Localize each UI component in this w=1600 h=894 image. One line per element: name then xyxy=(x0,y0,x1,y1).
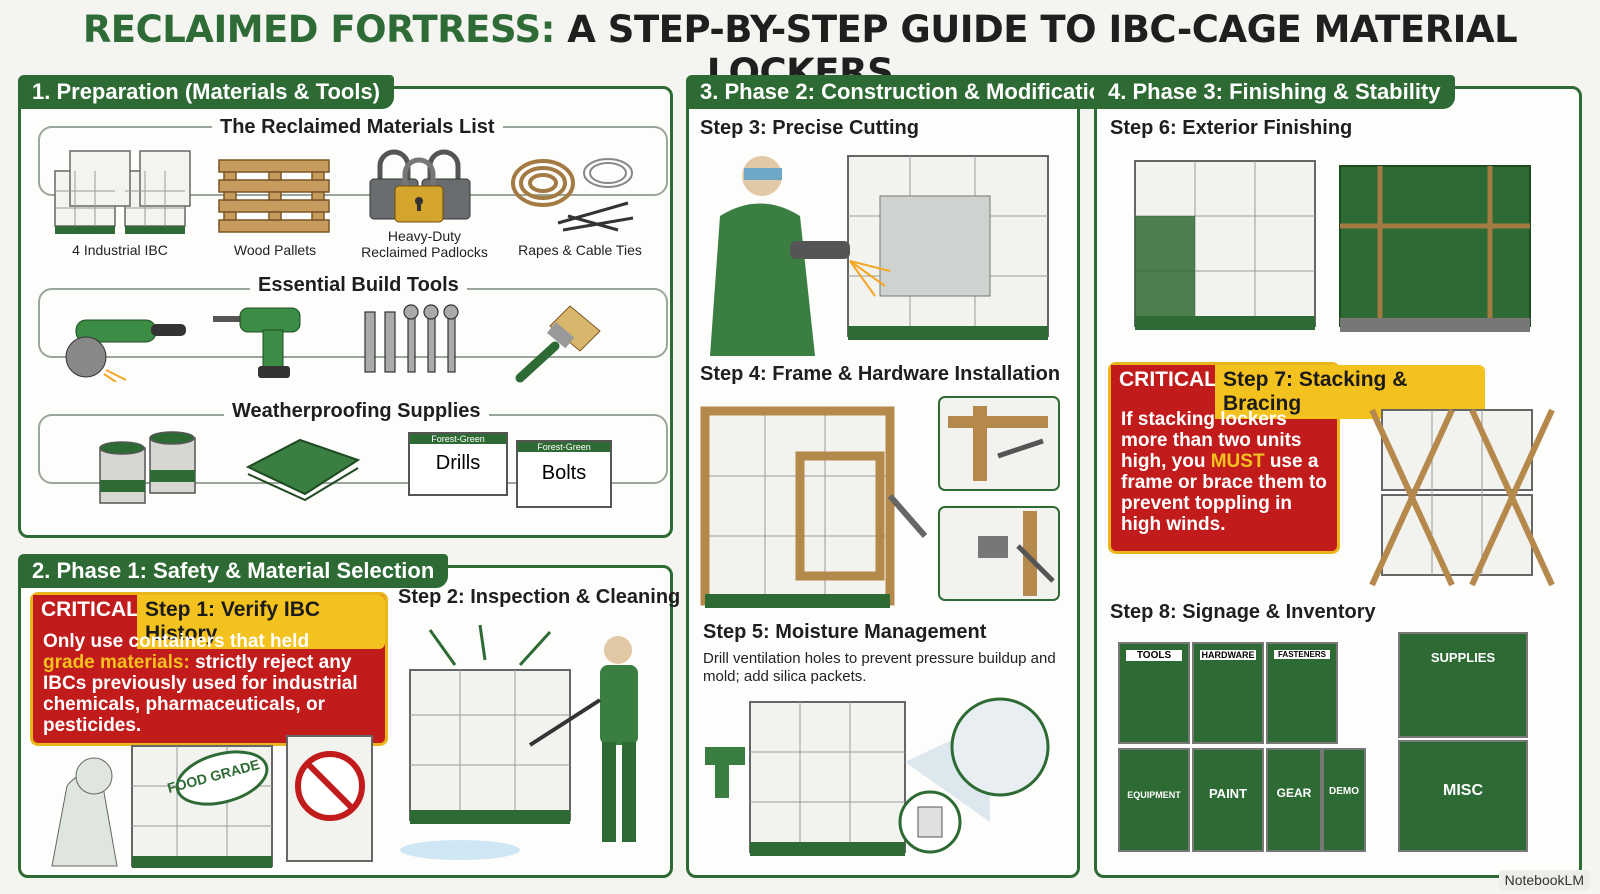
label-card-bolts: Forest-Green Bolts xyxy=(516,440,612,508)
sign-fasteners-text: FASTENERS xyxy=(1274,650,1330,659)
materials-title: The Reclaimed Materials List xyxy=(212,116,503,139)
hardware-detail-top xyxy=(938,396,1060,491)
locker-sign-gear: GEAR xyxy=(1266,748,1322,852)
ibc-cluster-illustration xyxy=(54,150,191,234)
sign-paint-text: PAINT xyxy=(1208,786,1248,801)
phase3-header: 4. Phase 3: Finishing & Stability xyxy=(1094,75,1455,109)
step5-text: Drill ventilation holes to prevent press… xyxy=(703,650,1056,685)
material-label-pallets: Wood Pallets xyxy=(233,242,317,258)
locker-sign-misc: MISC xyxy=(1398,740,1528,852)
tools-title: Essential Build Tools xyxy=(250,274,467,297)
step1-title: Step 1: Verify IBC History xyxy=(137,595,385,649)
wrench-set-icon xyxy=(364,304,459,373)
step2-title: Step 2: Inspection & Cleaning xyxy=(398,586,681,608)
locker-sign-fasteners: FASTENERS xyxy=(1266,642,1338,744)
stacking-bracing-illustration xyxy=(1369,408,1555,587)
step8-title: Step 8: Signage & Inventory xyxy=(1110,601,1376,623)
label-drills-text: Drills xyxy=(435,452,481,474)
step7-text-highlight: MUST xyxy=(1210,451,1265,472)
step1-critical-box: CRITICAL: Step 1: Verify IBC History Onl… xyxy=(30,592,388,746)
locker-sign-hardware: HARDWARE xyxy=(1192,642,1264,744)
notebooklm-watermark: NotebookLM xyxy=(1498,870,1590,890)
step7-text-a: If stacking lockers more than two units … xyxy=(1121,409,1302,472)
step1-text-b: strictly reject any IBCs previously used… xyxy=(43,652,358,736)
label-card-drills: Forest-Green Drills xyxy=(408,432,508,496)
page-title: RECLAIMED FORTRESS: A STEP-BY-STEP GUIDE… xyxy=(0,8,1600,94)
phase2-header: 3. Phase 2: Construction & Modification xyxy=(686,75,1130,109)
step5-title: Step 5: Moisture Management xyxy=(703,621,987,643)
material-label-ropes: Rapes & Cable Ties xyxy=(518,242,642,258)
phase1-header: 2. Phase 1: Safety & Material Selection xyxy=(18,554,449,588)
step1-text-a: Only use containers that held xyxy=(43,631,310,652)
sign-supplies-text: SUPPLIES xyxy=(1430,650,1496,665)
step7-text-b: use a frame or brace them to prevent top… xyxy=(1121,451,1327,535)
sign-demo-text: DEMO xyxy=(1329,786,1359,797)
signage-inventory-illustration: TOOLS HARDWARE FASTENERS SUPPLIES EQUIPM… xyxy=(1118,632,1570,868)
title-part2: A STEP-BY-STEP GUIDE TO IBC-CAGE MATERIA… xyxy=(567,8,1518,94)
step1-text: Only use containers that held food-grade… xyxy=(43,631,373,736)
sign-equipment-text: EQUIPMENT xyxy=(1127,790,1181,800)
ropes-cable-ties-illustration xyxy=(511,158,634,232)
food-grade-ibc-illustration xyxy=(51,735,373,868)
step7-critical-tag: CRITICAL: xyxy=(1111,365,1232,395)
label-brand: Forest-Green xyxy=(410,434,506,444)
exterior-finishing-illustration xyxy=(1134,160,1531,332)
step3-title: Step 3: Precise Cutting xyxy=(700,117,919,139)
tarp-icon xyxy=(245,438,361,502)
step7-critical-box: CRITICAL: Step 7: Stacking & Bracing If … xyxy=(1108,362,1485,554)
hardware-detail-bottom xyxy=(938,506,1060,601)
paint-brush-icon xyxy=(515,305,601,383)
locker-sign-tools: TOOLS xyxy=(1118,642,1190,744)
locker-sign-supplies: SUPPLIES xyxy=(1398,632,1528,738)
step1-text-highlight: food-grade materials: xyxy=(43,631,362,673)
precise-cutting-illustration xyxy=(710,155,1049,356)
label-brand-2: Forest-Green xyxy=(518,442,610,452)
locker-sign-paint: PAINT xyxy=(1192,748,1264,852)
power-drill-icon xyxy=(213,307,301,378)
locker-sign-equipment: EQUIPMENT xyxy=(1118,748,1190,852)
moisture-management-illustration xyxy=(705,697,1050,856)
step7-text: If stacking lockers more than two units … xyxy=(1121,409,1336,535)
paint-cans-icon xyxy=(99,431,196,504)
wood-pallets-illustration xyxy=(218,159,330,233)
sign-gear-text: GEAR xyxy=(1276,786,1312,800)
inspection-cleaning-illustration xyxy=(400,624,638,860)
locker-sign-demo: DEMO xyxy=(1322,748,1366,852)
material-label-padlocks: Heavy-Duty Reclaimed Padlocks xyxy=(361,228,488,260)
step4-title: Step 4: Frame & Hardware Installation xyxy=(700,363,1061,385)
sign-tools-text: TOOLS xyxy=(1126,650,1182,661)
step1-critical-tag: CRITICAL: xyxy=(33,595,154,625)
weather-title: Weatherproofing Supplies xyxy=(224,400,489,423)
preparation-header: 1. Preparation (Materials & Tools) xyxy=(18,75,395,109)
frame-installation-illustration xyxy=(700,406,928,608)
material-label-ibc: 4 Industrial IBC xyxy=(72,242,168,258)
step6-title: Step 6: Exterior Finishing xyxy=(1110,117,1353,139)
sign-misc-text: MISC xyxy=(1443,782,1483,799)
title-part1: RECLAIMED FORTRESS: xyxy=(82,8,556,51)
padlocks-illustration xyxy=(369,149,471,223)
sign-hardware-text: HARDWARE xyxy=(1200,650,1256,660)
label-bolts-text: Bolts xyxy=(541,462,587,484)
angle-grinder-icon xyxy=(65,319,186,382)
